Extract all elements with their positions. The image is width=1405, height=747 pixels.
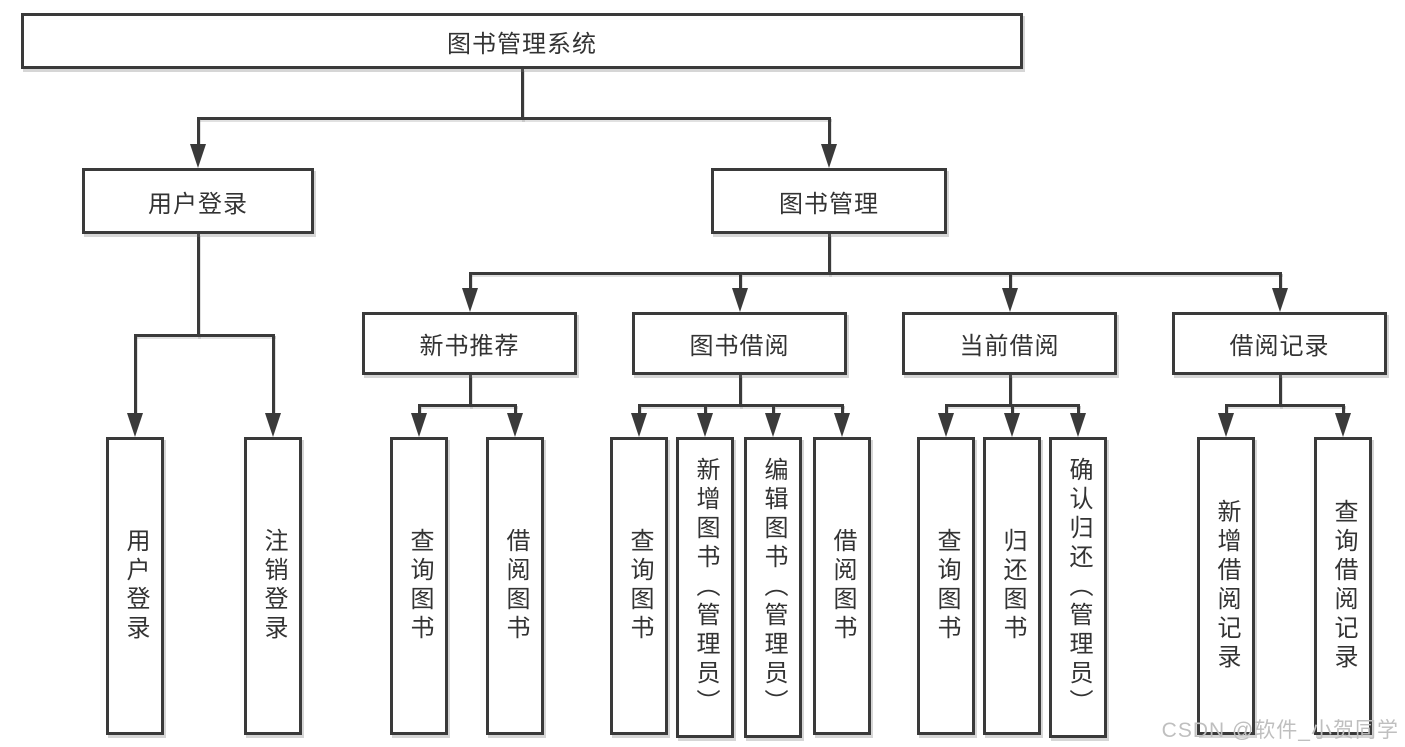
leaf-label: 归还图书 <box>999 528 1026 644</box>
leaf-label: 注销登录 <box>260 528 287 644</box>
arrow-down <box>765 413 781 437</box>
connector-l3-drop <box>1009 272 1012 290</box>
arrow-down <box>265 413 281 437</box>
leaf-return-book: 归还图书 <box>983 437 1041 735</box>
leaf-label: 借阅图书 <box>502 528 529 644</box>
leaf-label: 新增借阅记录 <box>1213 499 1240 673</box>
leaf-query-books-borrow: 查询图书 <box>610 437 668 735</box>
connector-level2-bus <box>197 117 831 120</box>
connector-leaf-drop <box>1011 404 1014 417</box>
connector-root-stem <box>521 69 524 120</box>
leaf-user-login: 用户登录 <box>106 437 164 735</box>
connector-borrow-stem <box>739 375 742 407</box>
connector-leaf-drop <box>704 404 707 417</box>
arrow-down <box>462 288 478 312</box>
connector-level3-bus <box>469 272 1282 275</box>
arrow-down <box>834 413 850 437</box>
connector-leaf-drop <box>945 404 948 417</box>
leaf-add-book-admin: 新增图书（管理员） <box>676 437 734 738</box>
connector-leaf-drop <box>841 404 844 417</box>
leaf-label: 用户登录 <box>122 528 149 644</box>
watermark: CSDN @软件_小贺同学 <box>1161 719 1399 742</box>
connector-login-drop <box>197 117 200 149</box>
leaf-query-borrow-record: 查询借阅记录 <box>1314 437 1372 735</box>
connector-leaf-drop <box>272 334 275 417</box>
connector-records-stem <box>1279 375 1282 407</box>
arrow-down <box>1002 288 1018 312</box>
connector-leaf-drop <box>1342 404 1345 417</box>
leaf-confirm-return-admin: 确认归还（管理员） <box>1049 437 1107 738</box>
connector-l3-drop <box>1279 272 1282 290</box>
arrow-down <box>821 144 837 168</box>
connector-leaf-drop <box>1225 404 1228 417</box>
leaf-query-books-recommend: 查询图书 <box>390 437 448 735</box>
connector-login-bus <box>134 334 275 337</box>
connector-borrow-bus <box>638 404 844 407</box>
arrow-down <box>1218 413 1234 437</box>
leaf-logout-login: 注销登录 <box>244 437 302 735</box>
connector-records-bus <box>1225 404 1345 407</box>
arrow-down <box>1272 288 1288 312</box>
leaf-label: 查询借阅记录 <box>1330 499 1357 673</box>
connector-mgmt-drop <box>828 117 831 149</box>
connector-recommend-stem <box>469 375 472 407</box>
connector-current-stem <box>1009 375 1012 407</box>
leaf-label: 查询图书 <box>933 528 960 644</box>
leaf-borrow-books-recommend: 借阅图书 <box>486 437 544 735</box>
leaf-label: 查询图书 <box>626 528 653 644</box>
connector-leaf-drop <box>638 404 641 417</box>
leaf-query-books-current: 查询图书 <box>917 437 975 735</box>
node-root: 图书管理系统 <box>21 13 1023 69</box>
arrow-down <box>507 413 523 437</box>
arrow-down <box>697 413 713 437</box>
arrow-down <box>127 413 143 437</box>
leaf-label: 借阅图书 <box>829 528 856 644</box>
leaf-add-borrow-record: 新增借阅记录 <box>1197 437 1255 735</box>
leaf-label: 确认归还（管理员） <box>1065 457 1092 718</box>
arrow-down <box>732 288 748 312</box>
node-current-borrow: 当前借阅 <box>902 312 1117 375</box>
connector-login-stem <box>197 234 200 337</box>
leaf-label: 查询图书 <box>406 528 433 644</box>
node-book-management: 图书管理 <box>711 168 947 234</box>
connector-leaf-drop <box>134 334 137 417</box>
node-new-book-recommend: 新书推荐 <box>362 312 577 375</box>
leaf-label: 新增图书（管理员） <box>692 457 719 718</box>
connector-mgmt-stem <box>828 234 831 275</box>
connector-l3-drop <box>469 272 472 290</box>
arrow-down <box>411 413 427 437</box>
arrow-down <box>631 413 647 437</box>
arrow-down <box>190 144 206 168</box>
connector-leaf-drop <box>514 404 517 417</box>
arrow-down <box>1004 413 1020 437</box>
connector-leaf-drop <box>772 404 775 417</box>
arrow-down <box>938 413 954 437</box>
connector-recommend-bus <box>418 404 517 407</box>
connector-leaf-drop <box>1077 404 1080 417</box>
leaf-borrow-books: 借阅图书 <box>813 437 871 735</box>
connector-l3-drop <box>739 272 742 290</box>
node-user-login: 用户登录 <box>82 168 314 234</box>
node-borrow-records: 借阅记录 <box>1172 312 1387 375</box>
leaf-label: 编辑图书（管理员） <box>760 457 787 718</box>
leaf-edit-book-admin: 编辑图书（管理员） <box>744 437 802 738</box>
node-book-borrow: 图书借阅 <box>632 312 847 375</box>
connector-leaf-drop <box>418 404 421 417</box>
arrow-down <box>1335 413 1351 437</box>
arrow-down <box>1070 413 1086 437</box>
